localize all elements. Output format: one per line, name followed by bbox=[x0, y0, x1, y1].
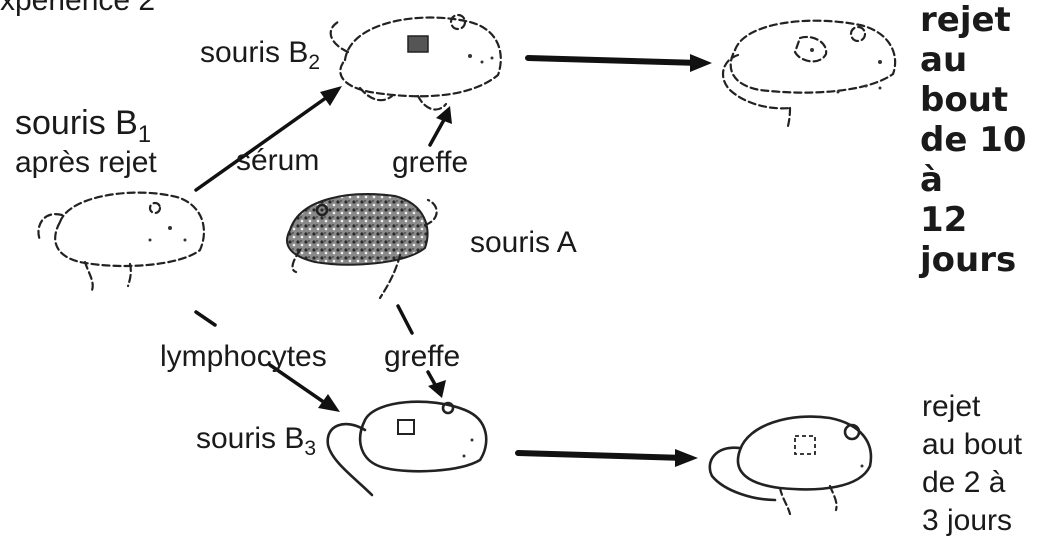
arrow-b3-to-rejection-head bbox=[675, 449, 698, 467]
graft-patch-rejected bbox=[795, 436, 815, 454]
arrow-b2-to-rejection-head bbox=[690, 54, 712, 72]
label-greffe-top: greffe bbox=[392, 148, 468, 178]
arrow-b3-to-rejection bbox=[518, 453, 685, 458]
arrow-greffe-top bbox=[430, 118, 445, 145]
mouse-b1-icon bbox=[38, 193, 203, 290]
label-souris-b1: souris B1 bbox=[15, 106, 151, 140]
result-top-line: 12 jours bbox=[920, 200, 1053, 280]
label-souris-b2: souris B2 bbox=[200, 38, 320, 68]
label-serum: sérum bbox=[236, 146, 319, 176]
mouse-b3-icon bbox=[328, 402, 487, 495]
mouse-b2-rejected-icon bbox=[723, 21, 895, 126]
label-greffe-bottom: greffe bbox=[384, 342, 460, 372]
label-souris-b3: souris B3 bbox=[196, 424, 316, 454]
label-lymphocytes: lymphocytes bbox=[160, 342, 327, 372]
mouse-a-icon bbox=[287, 194, 437, 298]
result-bottom-line: de 2 à bbox=[922, 464, 1022, 502]
result-top-line: de 10 à bbox=[920, 120, 1053, 200]
result-top-line: au bout bbox=[920, 40, 1053, 120]
result-top-line: rejet bbox=[920, 0, 1053, 40]
result-bottom-line: rejet bbox=[922, 388, 1022, 426]
mouse-b3-rejected-icon bbox=[710, 417, 871, 514]
mouse-b2-icon bbox=[331, 15, 501, 110]
arrow-b2-to-rejection bbox=[528, 58, 700, 63]
graft-patch-b2 bbox=[408, 36, 428, 52]
arrow-greffe-bottom bbox=[398, 306, 412, 333]
graft-patch-b3 bbox=[398, 420, 414, 434]
result-bottom-line: 3 jours bbox=[922, 502, 1022, 540]
label-apres-rejet: après rejet bbox=[15, 148, 157, 178]
result-bottom: rejet au bout de 2 à 3 jours bbox=[922, 388, 1022, 540]
result-bottom-line: au bout bbox=[922, 426, 1022, 464]
label-souris-a: souris A bbox=[470, 228, 577, 258]
result-top: rejet au bout de 10 à 12 jours bbox=[920, 0, 1053, 280]
experiment-heading-fragment: xperience 2 bbox=[0, 0, 155, 16]
